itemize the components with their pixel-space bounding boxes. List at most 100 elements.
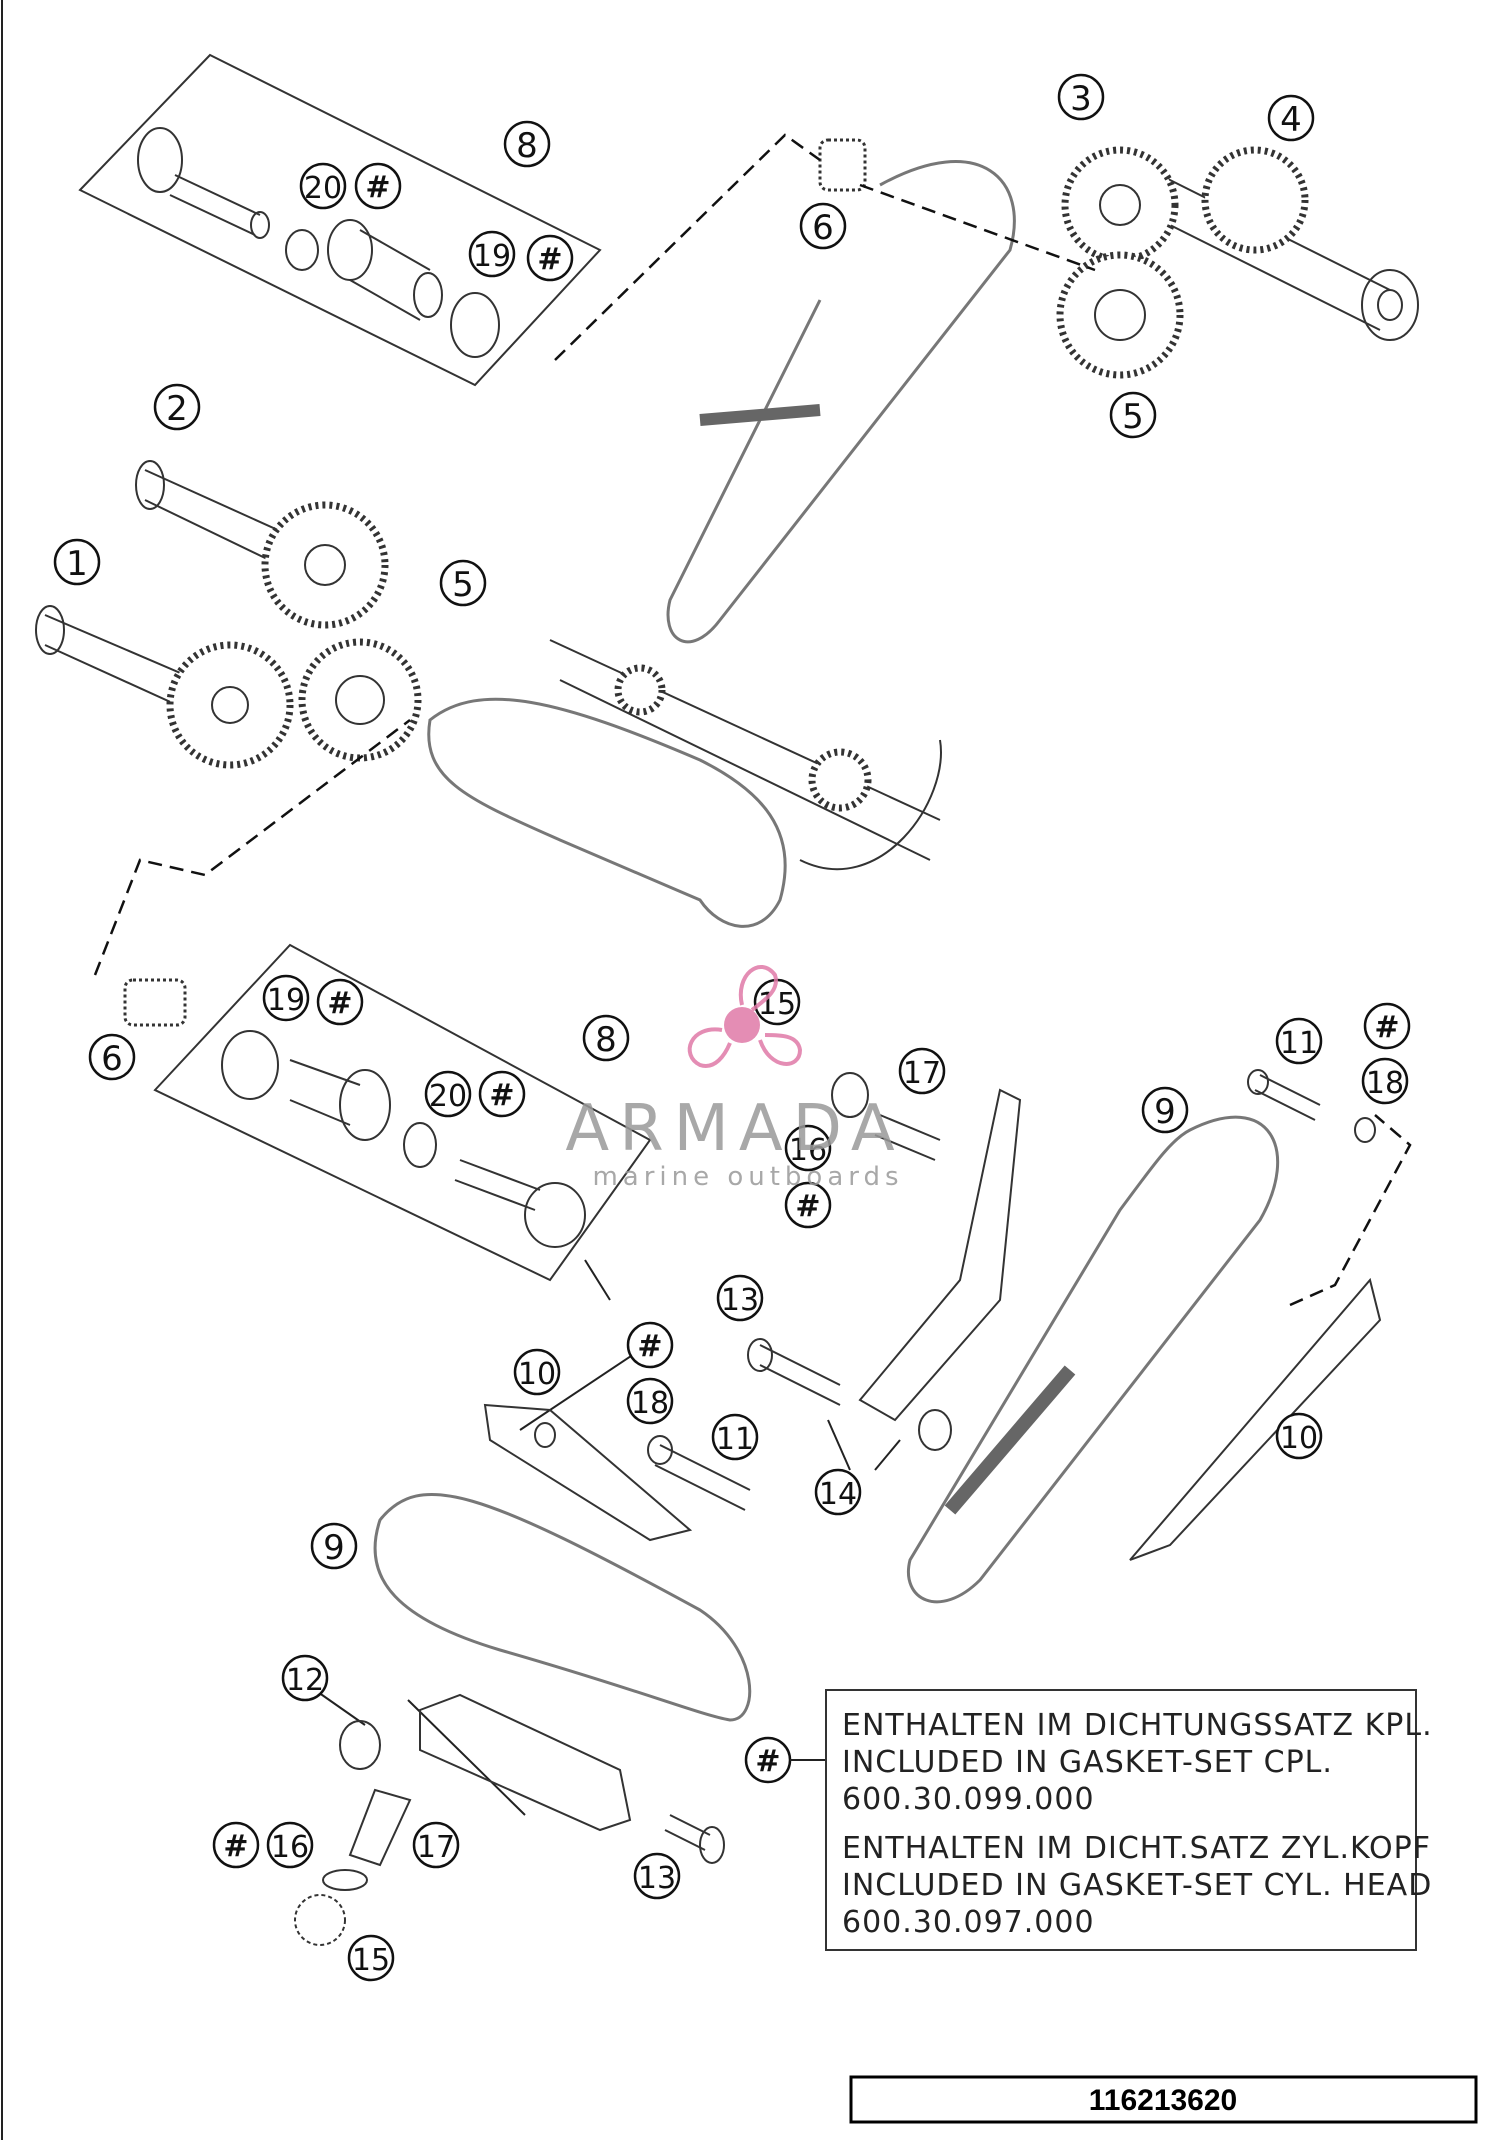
callout-16-lower: 16 bbox=[266, 1821, 314, 1869]
leader-dashes bbox=[93, 133, 1412, 1816]
callout-13-upper: 13 bbox=[716, 1274, 764, 1322]
legend-line-4: ENTHALTEN IM DICHT.SATZ ZYL.KOPF bbox=[842, 1831, 1431, 1866]
callout-5-left: 5 bbox=[439, 559, 487, 607]
timing-chain-upper bbox=[666, 160, 1016, 644]
callout-13-lower: 13 bbox=[633, 1852, 681, 1900]
timing-chain-lower-left bbox=[373, 1493, 752, 1722]
hash-marker-7: # bbox=[626, 1321, 674, 1369]
watermark: ARMADA marine outboards bbox=[565, 965, 904, 1192]
callout-8-label: 8 bbox=[595, 1020, 617, 1060]
timing-chain-lower-right bbox=[907, 1115, 1280, 1604]
callout-9-label: 9 bbox=[1154, 1092, 1176, 1132]
propeller-logo-icon bbox=[687, 965, 803, 1068]
callout-8-upper: 8 bbox=[503, 120, 551, 168]
callout-18-left: 18 bbox=[626, 1377, 674, 1425]
hash-label: # bbox=[223, 1829, 248, 1864]
callout-20-lower: 20 bbox=[424, 1070, 472, 1118]
callout-9-right: 9 bbox=[1141, 1086, 1189, 1134]
callout-17-lower: 17 bbox=[412, 1821, 460, 1869]
chain-guide-right bbox=[858, 1088, 1382, 1561]
part-number-label: 116213620 bbox=[1089, 2084, 1238, 2117]
callout-8-label: 8 bbox=[516, 126, 538, 166]
callout-18-label: 18 bbox=[631, 1386, 669, 1421]
legend-line-3: 600.30.099.000 bbox=[842, 1782, 1095, 1817]
hash-marker-2: # bbox=[526, 234, 574, 282]
hash-label: # bbox=[637, 1329, 662, 1364]
callout-2: 2 bbox=[153, 383, 201, 431]
callout-9-left: 9 bbox=[310, 1522, 358, 1570]
callout-16-upper: 16 bbox=[784, 1124, 832, 1172]
callout-16-label: 16 bbox=[789, 1133, 827, 1168]
callout-3: 3 bbox=[1057, 73, 1105, 121]
hash-marker-4: # bbox=[478, 1070, 526, 1118]
legend-line-1: ENTHALTEN IM DICHTUNGSSATZ KPL. bbox=[842, 1708, 1433, 1743]
hash-marker-legend: # bbox=[744, 1736, 826, 1784]
callout-19-label: 19 bbox=[267, 983, 305, 1018]
callout-8-lower: 8 bbox=[582, 1014, 630, 1062]
camshaft-upper-group bbox=[1056, 146, 1419, 379]
hash-label: # bbox=[489, 1078, 514, 1113]
callout-18-right: 18 bbox=[1361, 1057, 1409, 1105]
callout-10-right: 10 bbox=[1275, 1412, 1323, 1460]
watermark-brand: ARMADA bbox=[565, 1092, 904, 1166]
box-assembly-bottom bbox=[153, 943, 652, 1282]
part-number-box: 116213620 bbox=[849, 2075, 1478, 2124]
hash-label: # bbox=[755, 1744, 780, 1779]
callout-15-label: 15 bbox=[758, 987, 796, 1022]
callout-6-label: 6 bbox=[812, 208, 834, 248]
callout-15-upper: 15 bbox=[753, 978, 801, 1026]
callout-17-label: 17 bbox=[903, 1056, 941, 1091]
callout-19-label: 19 bbox=[473, 239, 511, 274]
callout-9-label: 9 bbox=[323, 1528, 345, 1568]
callout-2-label: 2 bbox=[166, 389, 188, 429]
callout-14-label: 14 bbox=[819, 1477, 857, 1512]
hash-marker-3: # bbox=[316, 978, 364, 1026]
hash-label: # bbox=[327, 986, 352, 1021]
hash-label: # bbox=[365, 170, 390, 205]
callout-5-label: 5 bbox=[1122, 397, 1144, 437]
crankshaft-chain bbox=[427, 639, 942, 928]
callout-18-label: 18 bbox=[1366, 1066, 1404, 1101]
callout-6-upper: 6 bbox=[799, 202, 847, 250]
callout-13-label: 13 bbox=[638, 1861, 676, 1896]
legend-line-5: INCLUDED IN GASKET-SET CYL. HEAD bbox=[842, 1868, 1432, 1903]
hash-label: # bbox=[795, 1189, 820, 1224]
callout-17-upper: 17 bbox=[898, 1047, 946, 1095]
callout-4-label: 4 bbox=[1280, 100, 1302, 140]
callout-13-label: 13 bbox=[721, 1283, 759, 1318]
callout-4: 4 bbox=[1267, 94, 1315, 142]
callout-19-lower: 19 bbox=[262, 974, 310, 1022]
box-assembly-top bbox=[78, 53, 602, 387]
hash-label: # bbox=[1374, 1010, 1399, 1045]
callout-15-lower: 15 bbox=[347, 1934, 395, 1982]
callout-1-label: 1 bbox=[66, 544, 88, 584]
callout-17-label: 17 bbox=[417, 1830, 455, 1865]
callout-19-upper: 19 bbox=[468, 230, 516, 278]
camshaft-left-group bbox=[35, 460, 422, 769]
callout-10-left: 10 bbox=[513, 1348, 561, 1396]
callout-6-lower: 6 bbox=[88, 1033, 136, 1081]
hash-label: # bbox=[537, 242, 562, 277]
callout-10-label: 10 bbox=[518, 1357, 556, 1392]
callout-11-left: 11 bbox=[711, 1413, 759, 1461]
sprocket-upper bbox=[818, 138, 867, 192]
callout-16-label: 16 bbox=[271, 1830, 309, 1865]
callout-11-label: 11 bbox=[716, 1422, 754, 1457]
callout-12: 12 bbox=[281, 1654, 329, 1702]
legend-line-2: INCLUDED IN GASKET-SET CPL. bbox=[842, 1745, 1333, 1780]
callout-20-upper: 20 bbox=[299, 162, 347, 210]
callout-20-label: 20 bbox=[429, 1079, 467, 1114]
callout-5-label: 5 bbox=[452, 565, 474, 605]
pins-right bbox=[747, 1069, 1376, 1451]
callout-20-label: 20 bbox=[304, 171, 342, 206]
tensioner-lower bbox=[294, 1693, 725, 1946]
hash-marker-8: # bbox=[212, 1821, 260, 1869]
hash-marker-5: # bbox=[784, 1181, 832, 1229]
callout-11-label: 11 bbox=[1280, 1026, 1318, 1061]
callout-3-label: 3 bbox=[1070, 79, 1092, 119]
callout-5-upper: 5 bbox=[1109, 391, 1157, 439]
hash-marker-6: # bbox=[1363, 1002, 1411, 1050]
legend-line-6: 600.30.097.000 bbox=[842, 1905, 1095, 1940]
callout-10-label: 10 bbox=[1280, 1421, 1318, 1456]
